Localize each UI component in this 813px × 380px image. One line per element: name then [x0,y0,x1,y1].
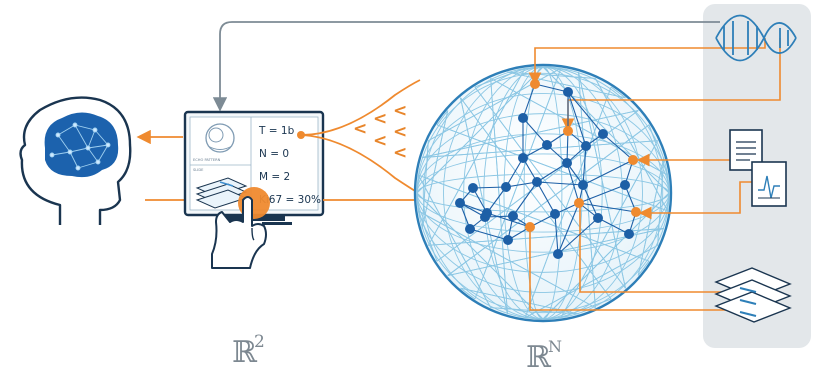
label-r2: ℝ 2 [232,332,265,370]
chevron: < [393,101,407,121]
slide-caption: SLIDE [193,168,204,172]
network-edge [522,83,536,119]
network-node-highlighted [563,126,573,136]
dna-helix-icon [715,14,797,62]
documents-icon [729,129,787,207]
svg-text:2: 2 [254,332,265,352]
chevron: < [393,122,407,142]
network-node [503,235,513,245]
network-edge [536,181,556,215]
network-edge [597,217,630,235]
source-connectors [528,38,781,311]
network-edge [536,181,584,186]
param-ki67: Ki67 = 30% [259,194,321,206]
network-node [501,182,511,192]
head-silhouette-icon [19,96,132,225]
network-edge [566,130,569,164]
network-node [542,140,552,150]
network-node [563,87,573,97]
network-node [598,129,608,139]
network-node [550,209,560,219]
network-edge [505,157,524,188]
network-edge [472,186,507,189]
chevron: < [373,131,387,151]
label-rn: ℝ N [526,337,562,375]
network-node [465,224,475,234]
svg-text:ℝ: ℝ [526,340,552,375]
echo-panel: ECHO PATTERN [193,123,235,162]
network-node [562,158,572,168]
network-node [518,113,528,123]
stacked-slides-icon [714,267,792,323]
network-node-highlighted [628,155,638,165]
brain-network-icon [44,112,119,178]
slide-panel: SLIDE [193,168,248,209]
network-edge [522,117,548,146]
chevron: < [353,119,367,139]
network-node [518,153,528,163]
network-edge [505,181,538,188]
network-edge [582,159,634,186]
network-edge [582,184,599,219]
parameter-list: T = 1b N = 0 M = 2 Ki67 = 30% [258,125,321,206]
param-m: M = 2 [259,171,290,183]
network-edge [567,91,587,147]
network-node-highlighted [574,198,584,208]
network-edge [557,202,580,255]
network-edge [486,186,507,214]
network-node [468,183,478,193]
network-edge [578,202,637,213]
projection-fan: < < < < < < [300,79,421,195]
pointing-hand-icon [211,196,267,269]
network-edge [582,145,587,186]
echo-caption: ECHO PATTERN [193,158,221,162]
network-node [620,180,630,190]
network-edge [534,83,569,93]
network-edge [557,217,599,255]
network-edge [554,213,559,255]
network-edge [602,133,634,161]
network-edge [567,91,604,135]
network-node [578,180,588,190]
network-edge [486,212,531,228]
network-node [593,213,603,223]
network-edge [566,162,580,204]
network-node [455,198,465,208]
svg-text:N: N [548,337,562,356]
network-edge [469,228,509,241]
network-node-highlighted [631,207,641,217]
network-node [581,141,591,151]
network-node [508,211,518,221]
network-nodes [455,79,641,259]
svg-text:ℝ: ℝ [232,335,258,370]
network-node-highlighted [525,222,535,232]
feedback-arrow [212,21,720,112]
network-edge [536,162,568,183]
network-node [553,249,563,259]
network-edge [578,184,626,204]
param-n: N = 0 [259,148,289,160]
param-t: T = 1b [258,125,295,137]
chevron: < [393,143,407,163]
network-node-highlighted [530,79,540,89]
network-edge [512,181,538,217]
network-node [624,229,634,239]
network-node [532,177,542,187]
network-node [482,208,492,218]
chevron: < [373,109,387,129]
